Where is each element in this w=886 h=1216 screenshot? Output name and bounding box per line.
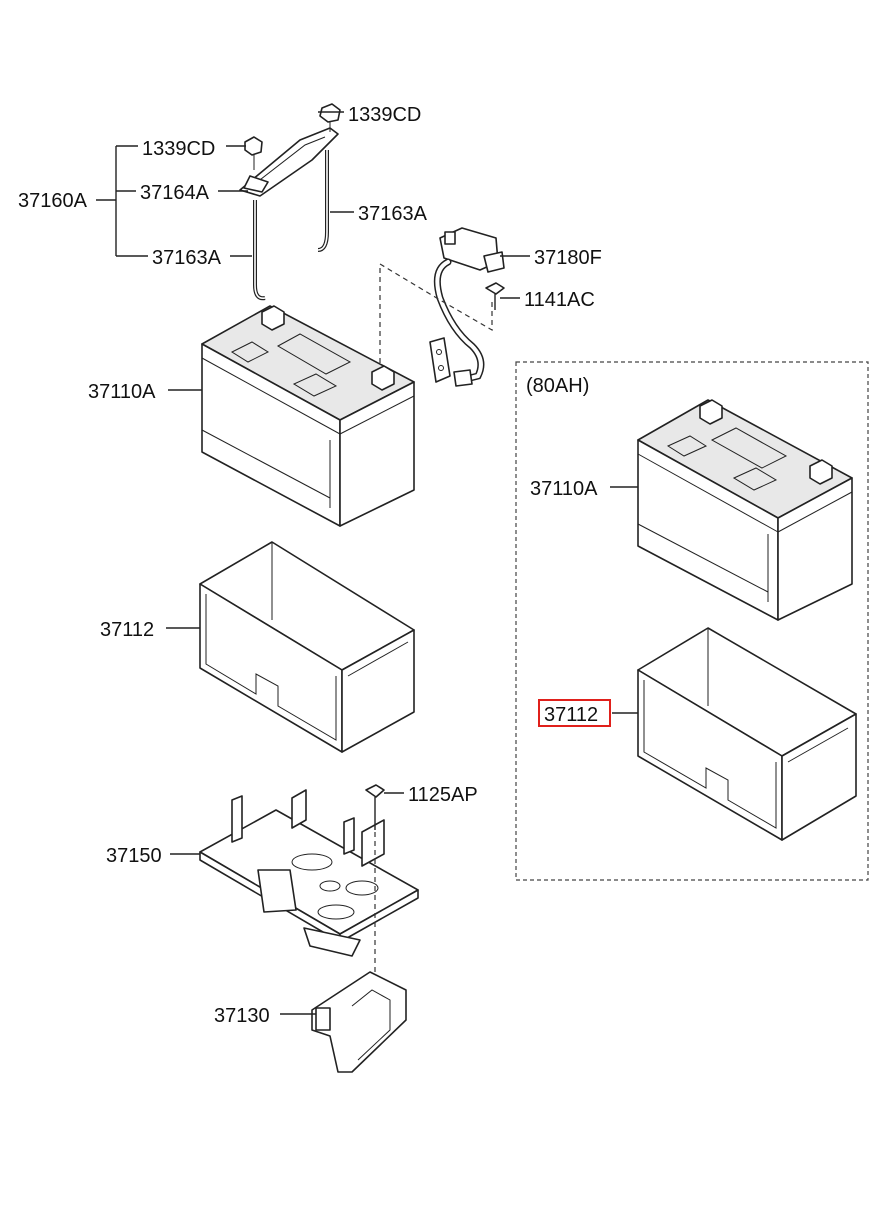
variant-80ah-box: [515, 361, 869, 881]
label-37163a-right: 37163A: [358, 203, 428, 225]
battery-insulator-80ah: [637, 627, 857, 841]
label-1339cd-left: 1339CD: [142, 138, 215, 160]
label-37163a-left: 37163A: [152, 247, 222, 269]
label-37110a-main: 37110A: [88, 381, 156, 403]
group-bracket-37160a: [96, 145, 148, 257]
label-37130: 37130: [214, 1005, 270, 1027]
label-37110a-alt: 37110A: [530, 478, 598, 500]
battery-cable: [429, 227, 505, 387]
label-37112-alt: 37112: [544, 704, 598, 726]
tray-bracket: [311, 971, 407, 1073]
bolt-1141ac: [485, 282, 505, 310]
hold-down-bracket-assembly: [239, 103, 341, 301]
label-1125ap: 1125AP: [408, 784, 478, 806]
label-1339cd-top: 1339CD: [348, 104, 421, 126]
label-37164a: 37164A: [140, 182, 210, 204]
battery-main: [201, 305, 415, 527]
highlight-box: [538, 699, 611, 727]
label-37112-main: 37112: [100, 619, 154, 641]
label-37180f: 37180F: [534, 247, 602, 269]
label-37160a: 37160A: [18, 190, 88, 212]
battery-insulator-main: [199, 541, 415, 753]
label-1141ac: 1141AC: [524, 289, 595, 311]
battery-tray: [199, 789, 419, 957]
bolt-1125ap: [365, 784, 385, 830]
label-37150: 37150: [106, 845, 162, 867]
leader-lines: [166, 111, 638, 1015]
label-80ah-title: (80AH): [526, 375, 589, 397]
battery-80ah: [637, 399, 853, 621]
